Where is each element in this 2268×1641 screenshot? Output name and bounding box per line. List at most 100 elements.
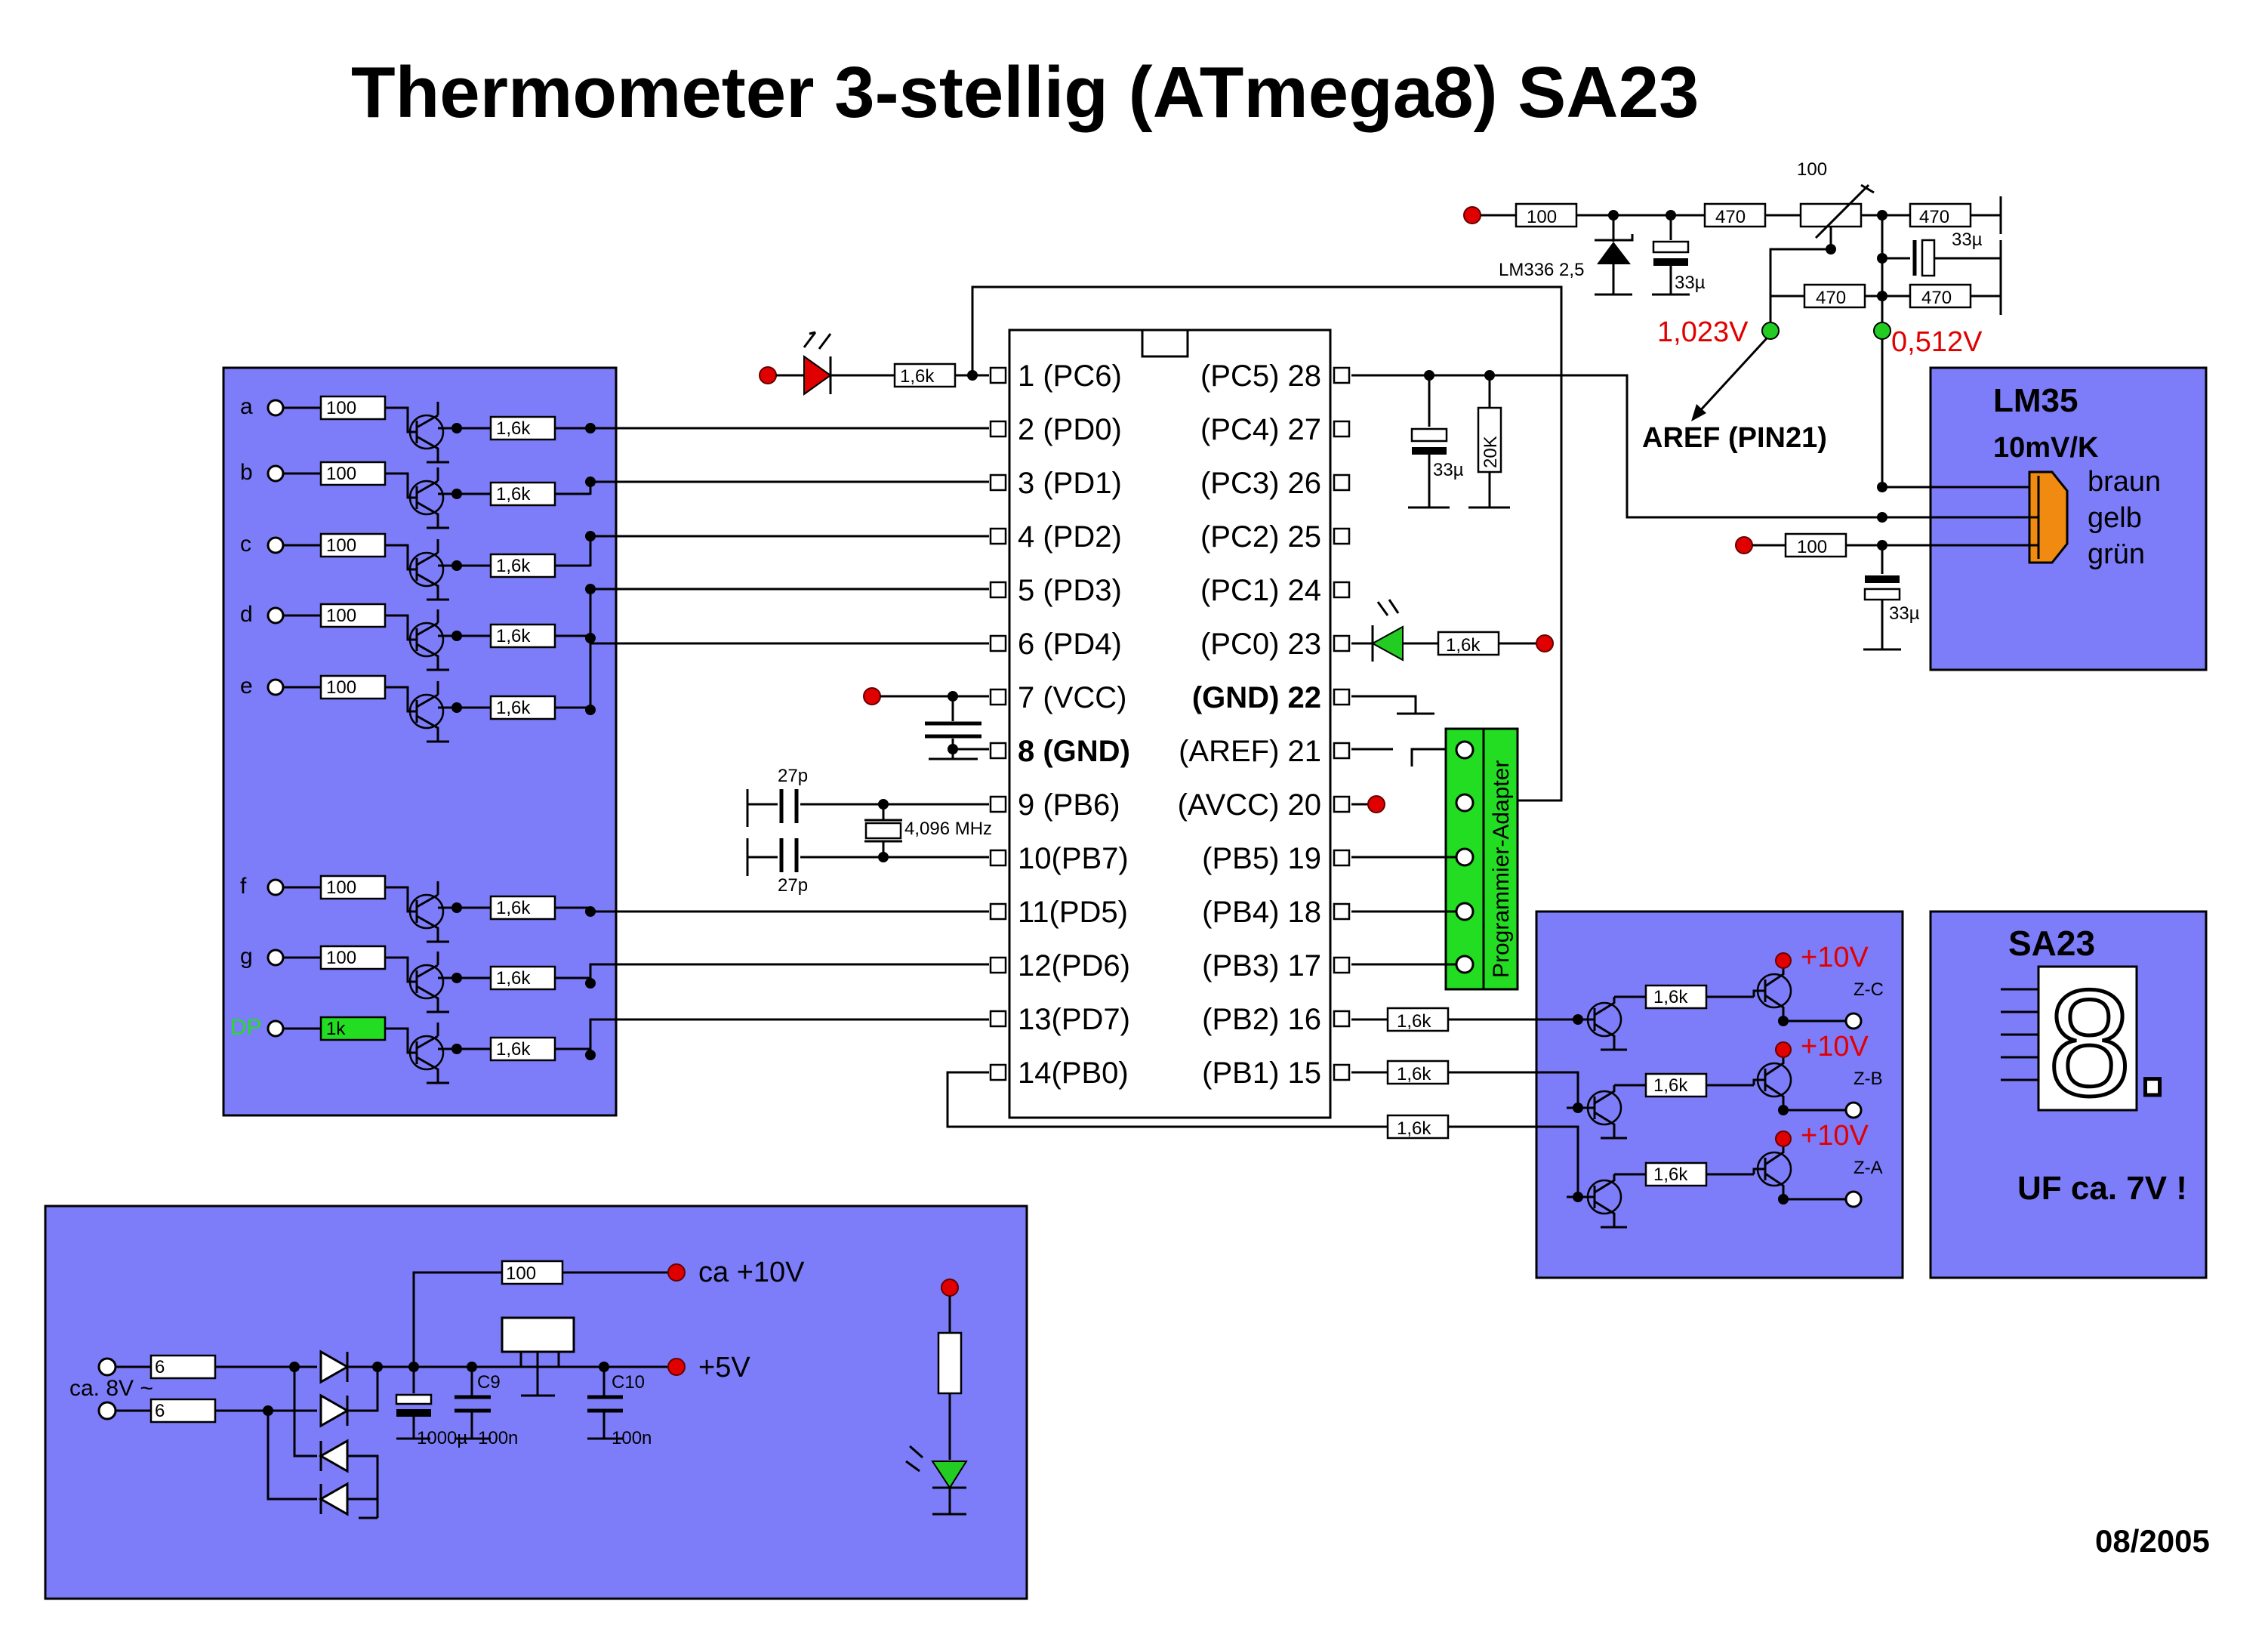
pin-square-icon — [1333, 688, 1351, 706]
red-led-icon — [803, 355, 832, 396]
diagram-title: Thermometer 3-stellig (ATmega8) SA23 — [351, 52, 1699, 133]
pin-square-icon — [1333, 1063, 1351, 1081]
power-supply: ca. 8V ~ 6 6 100 c — [69, 1257, 968, 1519]
mcu-left-pin-label: 4 (PD2) — [1018, 520, 1122, 554]
digit-output-label: Z-A — [1854, 1158, 1883, 1178]
ref-cap1-label: 33µ — [1675, 273, 1706, 293]
lm35-wire-2: gelb — [2088, 502, 2142, 534]
segment-label: b — [240, 460, 253, 485]
power-out2-label: +5V — [698, 1352, 750, 1383]
segment-series-resistor-label: 1,6k — [496, 898, 531, 918]
segment-base-resistor-label: 100 — [326, 677, 356, 698]
mcu-right-pin-label: (PB5) 19 — [1202, 842, 1321, 875]
mcu-left-pin-label: 5 (PD3) — [1018, 574, 1122, 607]
power-c10-label: C10 — [612, 1372, 645, 1393]
ref-r1-label: 100 — [1527, 207, 1557, 227]
voltage-regulator-icon — [501, 1316, 575, 1353]
segment-base-resistor-label: 1k — [326, 1019, 346, 1039]
reset-led-circuit: 1,6k — [759, 285, 1563, 802]
pin-square-icon — [989, 1063, 1007, 1081]
mcu-right-pin-label: (PC1) 24 — [1200, 574, 1321, 607]
power-rout-label: 100 — [506, 1263, 536, 1284]
digit-base-resistor-label: 1,6k — [1653, 987, 1688, 1007]
segment-driver-panel — [222, 366, 618, 1117]
segment-base-resistor-label: 100 — [326, 948, 356, 968]
pin-square-icon — [989, 420, 1007, 438]
lm35-title: LM35 — [1993, 382, 2078, 419]
programmer-label: Programmier-Adapter — [1489, 760, 1514, 978]
pin-square-icon — [1333, 366, 1351, 384]
digit-base-resistor-label: 1,6k — [1653, 1164, 1688, 1185]
segment-base-resistor-label: 100 — [326, 606, 356, 626]
pin-square-icon — [989, 742, 1007, 760]
mcu-right-pin-label: (PB4) 18 — [1202, 896, 1321, 929]
crystal-icon — [864, 822, 902, 840]
pin-square-icon — [1333, 634, 1351, 652]
segment-series-resistor-label: 1,6k — [496, 556, 531, 576]
lm35-wire-1: braun — [2088, 466, 2161, 498]
pin-square-icon — [989, 688, 1007, 706]
power-r1-label: 6 — [155, 1357, 165, 1377]
pin-square-icon — [1333, 473, 1351, 492]
programmer-adapter: Programmier-Adapter — [1351, 727, 1519, 991]
mcu-left-pin-label: 2 (PD0) — [1018, 413, 1122, 446]
ref-cap2-label: 33µ — [1952, 230, 1983, 250]
segment-base-resistor-label: 100 — [326, 878, 356, 898]
display-title: SA23 — [2008, 924, 2095, 963]
digit-pin-res-1: 1,6k — [1397, 1011, 1431, 1032]
digit-pin-res-2: 1,6k — [1397, 1064, 1431, 1084]
aref-label: AREF (PIN21) — [1642, 422, 1827, 454]
power-out1-label: ca +10V — [698, 1257, 805, 1288]
digit-drivers: 1,6k 1,6k 1,6k 1,6k+10VZ-C1,6k+10VZ-B1,6… — [946, 942, 1884, 1229]
crystal-circuit: 27p 27p 4,096 MHz — [746, 766, 992, 896]
pin-square-icon — [1333, 956, 1351, 974]
pin-square-icon — [1333, 795, 1351, 813]
mcu-right-pin-label: (PC0) 23 — [1200, 628, 1321, 661]
bridge-rectifier-icon — [318, 1350, 350, 1516]
segment-label: DP — [230, 1015, 262, 1040]
mcu-left-pin-label: 6 (PD4) — [1018, 628, 1122, 661]
display-digit-icon: 8. — [2048, 959, 2174, 1127]
atmega8-chip: 1 (PC6)2 (PD0)3 (PD1)4 (PD2)5 (PD3)6 (PD… — [989, 329, 1351, 1119]
mcu-right-pin-label: (AVCC) 20 — [1178, 788, 1321, 822]
pin-square-icon — [989, 527, 1007, 545]
lm35-subtitle: 10mV/K — [1993, 432, 2099, 464]
voltage-reference: 100 LM336 2,5 33µ 470 100 470 33µ — [1463, 159, 2054, 523]
segment-base-resistor-label: 100 — [326, 464, 356, 484]
ref-r2-label: 470 — [1715, 207, 1746, 227]
mcu-right-pin-label: (PC2) 25 — [1200, 520, 1321, 554]
mcu-left-pin-label: 14(PB0) — [1018, 1056, 1129, 1090]
segment-series-resistor-label: 1,6k — [496, 1039, 531, 1060]
digit-base-resistor-label: 1,6k — [1653, 1075, 1688, 1096]
mcu-left-pin-label: 12(PD6) — [1018, 949, 1130, 982]
pin-square-icon — [989, 1010, 1007, 1028]
mcu-right-pin-label: (PB2) 16 — [1202, 1003, 1321, 1036]
segment-label: c — [240, 532, 251, 557]
zener-icon — [1597, 242, 1631, 264]
mcu-left-pin-label: 3 (PD1) — [1018, 467, 1122, 500]
seven-segment-display: SA23 8. UF ca. 7V ! — [2001, 924, 2187, 1207]
ref-voltage-2: 0,512V — [1891, 326, 1983, 358]
pin-square-icon — [989, 902, 1007, 921]
pc5-network: 33µ 20K — [1351, 370, 1887, 519]
lm35-sensor: LM35 10mV/K 100 33µ braun gelb grün — [1735, 382, 2161, 651]
pin-square-icon — [1333, 1010, 1351, 1028]
pin-square-icon — [1333, 581, 1351, 599]
power-c2-label: 100n — [478, 1428, 518, 1448]
digit-supply-label: +10V — [1801, 942, 1869, 973]
pc0-led-circuit: 1,6k — [1351, 599, 1554, 662]
segment-base-resistor-label: 100 — [326, 535, 356, 556]
ref-r3-label: 470 — [1919, 207, 1949, 227]
mcu-left-pin-label: 9 (PB6) — [1018, 788, 1120, 822]
ref-trim-label: 100 — [1797, 159, 1827, 180]
crystal-cap-top-label: 27p — [778, 766, 808, 786]
lm35-res-label: 100 — [1797, 537, 1827, 557]
lm35-wire-3: grün — [2088, 538, 2145, 570]
mcu-right-pin-label: (PC4) 27 — [1200, 413, 1321, 446]
crystal-cap-bottom-label: 27p — [778, 875, 808, 896]
